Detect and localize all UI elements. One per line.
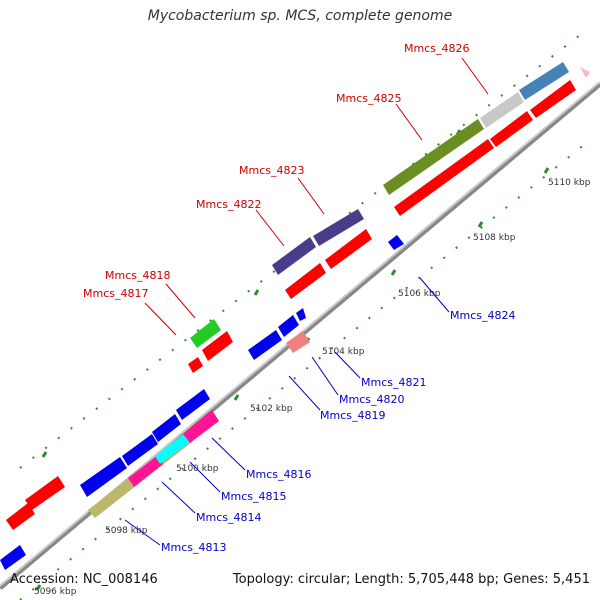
gene-feature[interactable] xyxy=(519,62,569,100)
gene-feature[interactable] xyxy=(183,410,219,443)
gene-label[interactable]: Mmcs_4816 xyxy=(246,468,311,481)
gene-feature[interactable] xyxy=(383,119,484,195)
gene-label[interactable]: Mmcs_4823 xyxy=(239,164,304,177)
lower-gene-labels: Mmcs_4813 Mmcs_4814 Mmcs_4815 Mmcs_4816 … xyxy=(161,309,515,554)
map-title: Mycobacterium sp. MCS, complete genome xyxy=(147,8,453,24)
gene-feature[interactable] xyxy=(278,315,299,337)
scale-labels: 5096 kbp 5098 kbp 5100 kbp 5102 kbp 5104… xyxy=(34,178,591,597)
upper-leaders xyxy=(144,57,489,336)
gene-label[interactable]: Mmcs_4813 xyxy=(161,541,226,554)
gene-label[interactable]: Mmcs_4814 xyxy=(196,511,261,524)
gene-feature[interactable] xyxy=(202,331,233,361)
scale-label: 5108 kbp xyxy=(473,233,516,243)
gene-label[interactable]: Mmcs_4824 xyxy=(450,309,515,322)
gene-feature[interactable] xyxy=(122,434,158,466)
lower-leaders xyxy=(124,277,450,546)
gene-feature[interactable] xyxy=(25,476,65,510)
gene-feature[interactable] xyxy=(155,433,190,464)
gene-feature[interactable] xyxy=(248,330,282,360)
gene-feature[interactable] xyxy=(490,111,533,147)
gene-feature[interactable] xyxy=(480,92,524,128)
gene-feature[interactable] xyxy=(530,80,576,118)
gene-label[interactable]: Mmcs_4819 xyxy=(320,409,385,422)
gene-feature[interactable] xyxy=(286,331,310,353)
gene-feature[interactable] xyxy=(388,235,404,250)
gene-feature[interactable] xyxy=(285,263,326,299)
scale-label: 5098 kbp xyxy=(105,526,148,536)
gene-feature[interactable] xyxy=(152,414,181,442)
upper-gene-labels: Mmcs_4817 Mmcs_4818 Mmcs_4822 Mmcs_4823 … xyxy=(83,42,469,300)
scale-label: 5110 kbp xyxy=(548,178,591,188)
gene-feature[interactable] xyxy=(272,237,316,275)
scale-label: 5104 kbp xyxy=(322,347,365,357)
gene-feature[interactable] xyxy=(580,67,590,78)
forward-features-row2 xyxy=(190,62,590,348)
gene-feature[interactable] xyxy=(313,209,364,246)
gene-feature[interactable] xyxy=(190,319,221,348)
gene-feature[interactable] xyxy=(188,357,203,373)
gene-feature[interactable] xyxy=(296,308,306,321)
gene-label[interactable]: Mmcs_4817 xyxy=(83,287,148,300)
gene-feature[interactable] xyxy=(176,389,210,420)
gene-feature[interactable] xyxy=(80,457,127,497)
gene-label[interactable]: Mmcs_4826 xyxy=(404,42,469,55)
gene-feature[interactable] xyxy=(394,139,494,216)
gene-label[interactable]: Mmcs_4822 xyxy=(196,198,261,211)
reverse-features xyxy=(0,235,404,570)
accession-label: Accession: NC_008146 xyxy=(10,572,158,587)
genome-summary: Topology: circular; Length: 5,705,448 bp… xyxy=(232,572,590,587)
gene-label[interactable]: Mmcs_4818 xyxy=(105,269,170,282)
gene-label[interactable]: Mmcs_4815 xyxy=(221,490,286,503)
forward-features-outer xyxy=(6,80,576,530)
gene-feature[interactable] xyxy=(6,503,35,530)
gene-feature[interactable] xyxy=(0,545,26,570)
gene-label[interactable]: Mmcs_4825 xyxy=(336,92,401,105)
gene-feature[interactable] xyxy=(325,229,372,269)
scale-label: 5106 kbp xyxy=(398,289,441,299)
scale-label: 5102 kbp xyxy=(250,404,293,414)
scale-label: 5096 kbp xyxy=(34,587,77,597)
gene-feature[interactable] xyxy=(128,455,163,487)
gene-label[interactable]: Mmcs_4820 xyxy=(339,393,404,406)
gene-label[interactable]: Mmcs_4821 xyxy=(361,376,426,389)
